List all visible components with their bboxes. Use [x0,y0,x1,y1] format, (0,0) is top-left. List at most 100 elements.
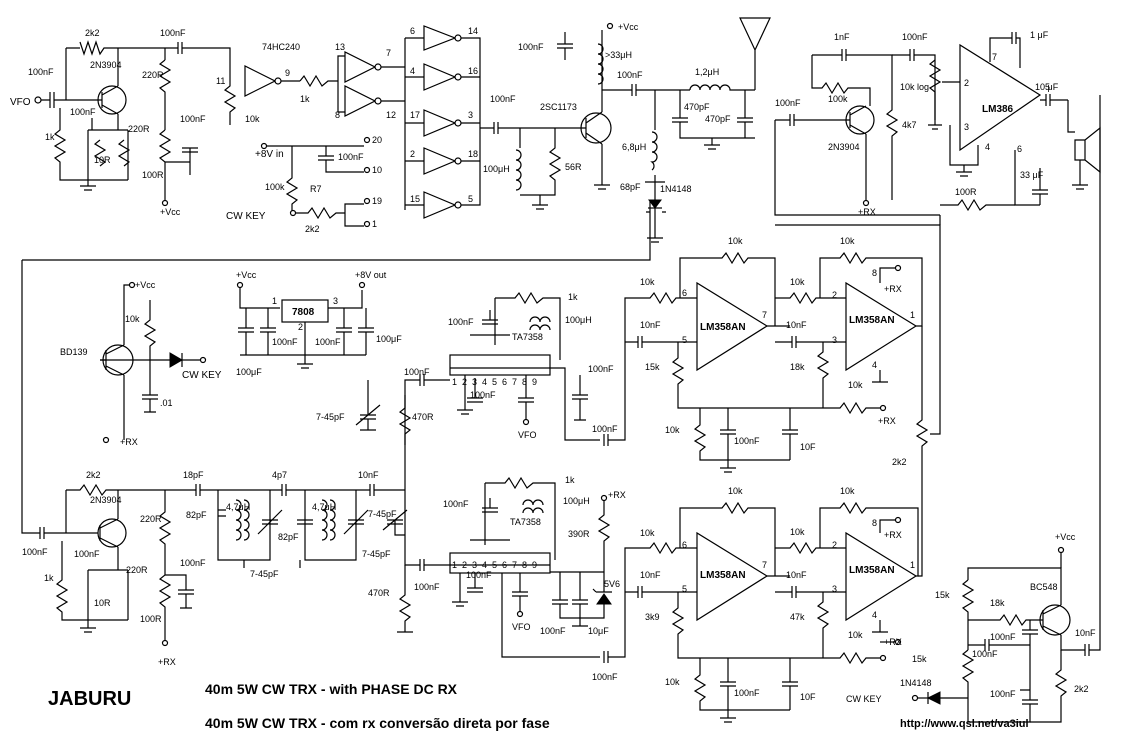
svg-text:1: 1 [452,377,457,387]
svg-text:10k: 10k [848,630,863,640]
svg-text:4p7: 4p7 [272,470,287,480]
svg-text:7-45pF: 7-45pF [368,509,397,519]
svg-text:2k2: 2k2 [85,28,100,38]
svg-text:100nF: 100nF [734,688,760,698]
svg-text:1: 1 [910,310,915,320]
svg-text:10k: 10k [728,236,743,246]
svg-text:1k: 1k [44,573,54,583]
svg-text:1: 1 [372,219,377,229]
svg-text:220R: 220R [142,70,164,80]
lm358-q-1 [696,531,769,622]
svg-text:2k2: 2k2 [892,457,907,467]
svg-text:470R: 470R [412,412,434,422]
svg-text:10k: 10k [665,425,680,435]
svg-text:10k: 10k [848,380,863,390]
svg-text:470R: 470R [368,588,390,598]
svg-text:6: 6 [682,540,687,550]
svg-text:LM358AN: LM358AN [849,565,895,576]
svg-text:4: 4 [872,610,877,620]
svg-text:1: 1 [452,560,457,570]
svg-text:100nF: 100nF [490,94,516,104]
svg-text:+8V in: +8V in [255,149,284,160]
svg-text:+RX: +RX [884,637,902,647]
svg-text:15: 15 [410,194,420,204]
svg-text:2N3904: 2N3904 [828,142,860,152]
svg-text:2: 2 [410,149,415,159]
svg-text:3k9: 3k9 [645,612,660,622]
svg-text:100nF: 100nF [972,649,998,659]
speaker-icon [1074,126,1101,174]
svg-text:100k: 100k [265,182,285,192]
svg-text:CW KEY: CW KEY [846,694,882,704]
author-url[interactable]: http://www.qsl.net/va3iul [900,718,1029,730]
svg-text:LM358AN: LM358AN [700,322,746,333]
svg-text:11: 11 [216,76,225,86]
svg-text:100μF: 100μF [236,367,262,377]
svg-text:10k: 10k [125,314,140,324]
svg-text:5: 5 [492,377,497,387]
svg-text:56R: 56R [565,162,582,172]
svg-text:1: 1 [272,296,277,306]
svg-text:7: 7 [762,310,767,320]
svg-text:100nF: 100nF [775,98,801,108]
svg-text:10F: 10F [800,692,816,702]
svg-text:8: 8 [522,560,527,570]
svg-text:8: 8 [335,110,340,120]
svg-text:17: 17 [410,110,420,120]
vfo-buffer-stage: VFO 100nF 2N3904 2k2 220R 100R 100nF +Vc… [10,28,231,217]
svg-text:6: 6 [682,288,687,298]
svg-text:6: 6 [502,560,507,570]
svg-text:10k: 10k [665,677,680,687]
svg-text:+RX: +RX [878,416,896,426]
title-block: JABURU 40m 5W CW TRX - with PHASE DC RX … [48,681,1029,731]
svg-text:1N4148: 1N4148 [660,184,692,194]
driver-74hc240: 74HC240 10k 11 9 1k 13 8 7 12 6 14 4 16 [216,25,580,234]
svg-text:6,8μH: 6,8μH [622,142,646,152]
svg-text:10k: 10k [790,277,805,287]
svg-text:BC548: BC548 [1030,582,1058,592]
bandpass-filter: 18pF 4p7 10nF 4,7μH 82pF 4,7μH 82pF 7-45… [165,470,405,579]
svg-text:4: 4 [872,360,877,370]
transistor-bc548 [1039,604,1071,636]
svg-text:2k2: 2k2 [86,470,101,480]
svg-text:100nF: 100nF [160,28,186,38]
svg-text:100nF: 100nF [448,317,474,327]
svg-text:100μF: 100μF [376,334,402,344]
svg-text:18pF: 18pF [183,470,204,480]
svg-text:9: 9 [532,560,537,570]
ta7358-top-chip [449,354,551,376]
svg-text:CW KEY: CW KEY [226,211,266,222]
svg-text:100nF: 100nF [22,547,48,557]
svg-text:VFO: VFO [518,430,537,440]
svg-text:68pF: 68pF [620,182,641,192]
svg-text:2: 2 [462,560,467,570]
vfo-input-terminal [34,96,42,104]
svg-text:470pF: 470pF [684,102,710,112]
svg-text:100R: 100R [955,187,977,197]
svg-text:47k: 47k [790,612,805,622]
svg-text:100nF: 100nF [466,570,492,580]
svg-text:CW KEY: CW KEY [182,370,222,381]
svg-text:10R: 10R [94,598,111,608]
svg-text:10k: 10k [640,277,655,287]
svg-text:100nF: 100nF [315,337,341,347]
svg-text:3: 3 [333,296,338,306]
svg-text:100μH: 100μH [483,164,510,174]
svg-text:1nF: 1nF [834,32,850,42]
svg-text:100nF: 100nF [617,70,643,80]
svg-text:15k: 15k [935,590,950,600]
svg-text:BD139: BD139 [60,347,88,357]
svg-text:6: 6 [410,26,415,36]
svg-text:100nF: 100nF [70,107,96,117]
svg-text:100nF: 100nF [592,672,618,682]
keying-stage: BD139 +Vcc +RX 10k CW KEY .01 [60,280,222,447]
svg-text:+RX: +RX [858,207,876,217]
svg-text:100nF: 100nF [74,549,100,559]
svg-text:3: 3 [472,560,477,570]
lm358-q-2 [845,531,918,622]
svg-text:7-45pF: 7-45pF [362,549,391,559]
svg-text:100nF: 100nF [180,558,206,568]
svg-text:1k: 1k [568,292,578,302]
svg-text:3: 3 [832,335,837,345]
audio-q-channel: 10k LM358AN 6 5 7 10k 10nF 3k9 10k 10nF … [625,486,919,723]
